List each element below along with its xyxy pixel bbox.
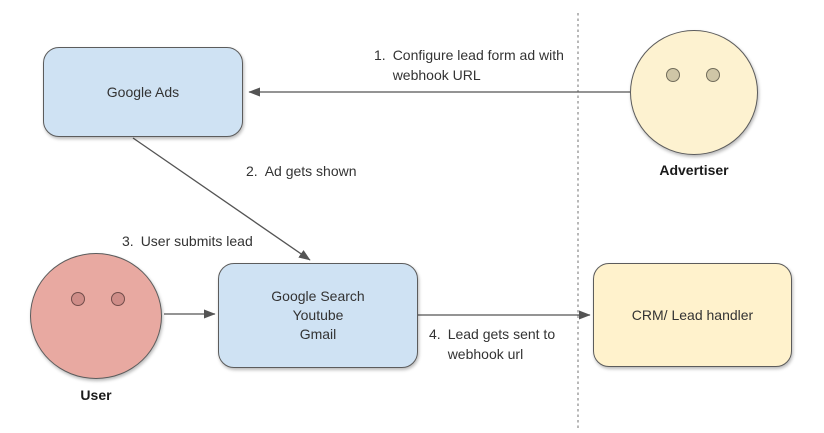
- edge-label-ad-gets-shown: 2. Ad gets shown: [246, 161, 357, 181]
- user-label: User: [80, 387, 112, 403]
- edge-text: User submits lead: [140, 233, 253, 249]
- user-right-eye-icon: [111, 292, 125, 306]
- advertiser-face-icon: [630, 30, 758, 155]
- google-ads-label: Google Ads: [106, 83, 180, 100]
- edge-label-lead-to-webhook: 4. Lead gets sent to webhook url: [429, 324, 580, 364]
- crm-lead-handler-node: CRM/ Lead handler: [593, 263, 792, 367]
- edge-number: 4.: [429, 326, 441, 342]
- edge-number: 1.: [374, 47, 386, 63]
- edge-text: Configure lead form ad with webhook URL: [392, 47, 564, 83]
- user-face-icon: [30, 253, 162, 379]
- google-properties-line: Gmail: [299, 326, 337, 342]
- edge-number: 3.: [122, 233, 134, 249]
- edge-number: 2.: [246, 163, 258, 179]
- crm-label: CRM/ Lead handler: [631, 306, 754, 323]
- edge-text: Lead gets sent to webhook url: [447, 326, 556, 362]
- google-ads-node: Google Ads: [43, 47, 243, 137]
- google-properties-line: Google Search: [271, 288, 365, 304]
- google-properties-node: Google Search Youtube Gmail: [218, 263, 418, 368]
- advertiser-right-eye-icon: [706, 68, 720, 82]
- advertiser-label: Advertiser: [659, 162, 729, 178]
- edge-text: Ad gets shown: [264, 163, 357, 179]
- arrow-ad-gets-shown: [132, 137, 311, 261]
- google-properties-line: Youtube: [292, 307, 344, 323]
- user-left-eye-icon: [71, 292, 85, 306]
- advertiser-left-eye-icon: [666, 68, 680, 82]
- edge-label-user-submits-lead: 3. User submits lead: [122, 231, 253, 251]
- edge-label-configure-lead: 1. Configure lead form ad with webhook U…: [374, 45, 585, 85]
